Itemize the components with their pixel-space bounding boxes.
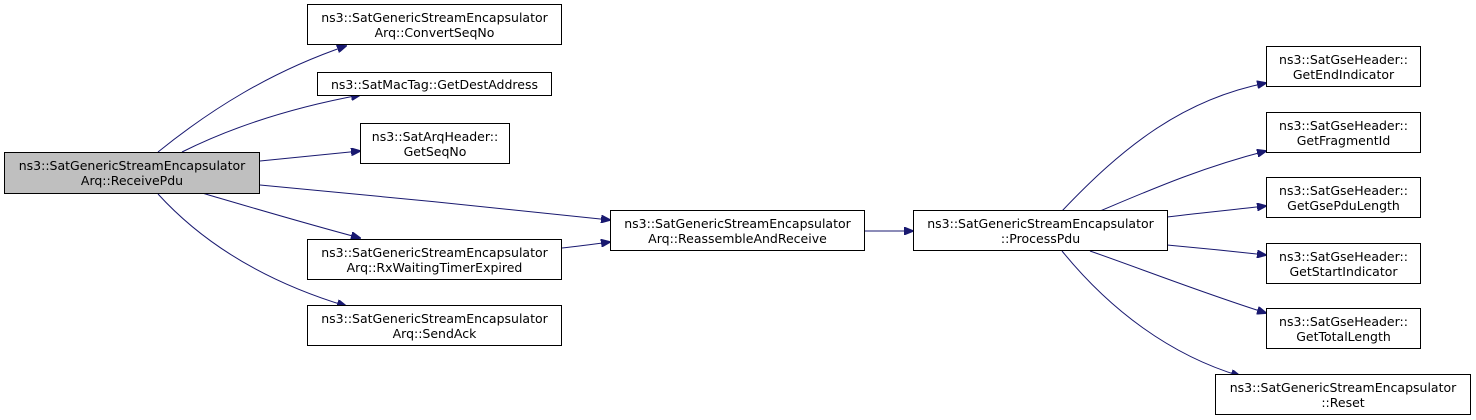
node-get-fragment-id-line2: GetFragmentId: [1296, 132, 1391, 148]
node-get-seq-no-line1: ns3::SatArqHeader::: [371, 128, 499, 144]
edge-processpdu-to-getfragmentid: [1099, 151, 1266, 212]
edge-processpdu-to-getendindicator: [1061, 83, 1266, 212]
node-reset[interactable]: ns3::SatGenericStreamEncapsulator ::Rese…: [1215, 374, 1471, 415]
node-receive-pdu-line1: ns3::SatGenericStreamEncapsulator: [18, 158, 246, 173]
node-get-dest-address[interactable]: ns3::SatMacTag::GetDestAddress: [317, 72, 552, 96]
node-get-seq-no-line2: GetSeqNo: [403, 143, 467, 159]
edge-processpdu-to-gettotallength: [1089, 250, 1266, 313]
edge-receivepdu-to-sendack: [157, 193, 346, 306]
node-get-fragment-id[interactable]: ns3::SatGseHeader:: GetFragmentId: [1266, 112, 1421, 153]
node-convert-seq-no-line2: Arq::ConvertSeqNo: [374, 24, 495, 40]
node-process-pdu-line2: ::ProcessPdu: [1000, 230, 1081, 246]
node-process-pdu-line1: ns3::SatGenericStreamEncapsulator: [927, 215, 1154, 231]
edge-receivepdu-to-reassemble: [259, 184, 610, 220]
node-get-start-indicator-line1: ns3::SatGseHeader::: [1279, 248, 1408, 264]
node-send-ack-line2: Arq::SendAck: [392, 325, 477, 341]
node-get-dest-address-line1: ns3::SatMacTag::GetDestAddress: [331, 76, 538, 92]
edge-receivepdu-to-rxwaitingtimer: [201, 192, 360, 238]
node-get-start-indicator[interactable]: ns3::SatGseHeader:: GetStartIndicator: [1266, 243, 1421, 284]
node-rx-waiting-timer-expired-line1: ns3::SatGenericStreamEncapsulator: [321, 244, 548, 260]
edge-receivepdu-to-getseqno: [259, 151, 360, 162]
edge-receivepdu-to-getdestaddress: [181, 95, 360, 153]
node-send-ack[interactable]: ns3::SatGenericStreamEncapsulator Arq::S…: [307, 305, 562, 346]
node-get-fragment-id-line1: ns3::SatGseHeader::: [1279, 117, 1408, 133]
edge-processpdu-to-getgsepdulength: [1166, 206, 1266, 218]
node-get-gse-pdu-length[interactable]: ns3::SatGseHeader:: GetGsePduLength: [1266, 177, 1421, 218]
node-rx-waiting-timer-expired-line2: Arq::RxWaitingTimerExpired: [346, 259, 523, 275]
node-get-gse-pdu-length-line1: ns3::SatGseHeader::: [1279, 182, 1408, 198]
node-reset-line2: ::Reset: [1321, 394, 1365, 410]
node-reassemble-and-receive-line1: ns3::SatGenericStreamEncapsulator: [624, 215, 851, 231]
node-convert-seq-no-line1: ns3::SatGenericStreamEncapsulator: [321, 9, 548, 25]
node-send-ack-line1: ns3::SatGenericStreamEncapsulator: [321, 310, 548, 326]
node-get-seq-no[interactable]: ns3::SatArqHeader:: GetSeqNo: [360, 123, 510, 164]
node-get-end-indicator-line2: GetEndIndicator: [1292, 66, 1395, 82]
node-get-total-length[interactable]: ns3::SatGseHeader:: GetTotalLength: [1266, 308, 1421, 349]
node-reassemble-and-receive-line2: Arq::ReassembleAndReceive: [648, 230, 827, 246]
node-get-total-length-line1: ns3::SatGseHeader::: [1279, 313, 1408, 329]
node-get-start-indicator-line2: GetStartIndicator: [1289, 263, 1398, 279]
node-reset-line1: ns3::SatGenericStreamEncapsulator: [1229, 379, 1457, 395]
node-get-end-indicator[interactable]: ns3::SatGseHeader:: GetEndIndicator: [1266, 46, 1421, 87]
node-convert-seq-no[interactable]: ns3::SatGenericStreamEncapsulator Arq::C…: [307, 4, 562, 45]
edge-rxwaitingtimer-to-reassemble: [561, 242, 610, 249]
node-get-gse-pdu-length-line2: GetGsePduLength: [1287, 197, 1400, 213]
node-receive-pdu[interactable]: ns3::SatGenericStreamEncapsulator Arq::R…: [4, 152, 260, 194]
node-process-pdu[interactable]: ns3::SatGenericStreamEncapsulator ::Proc…: [913, 210, 1168, 251]
node-reassemble-and-receive[interactable]: ns3::SatGenericStreamEncapsulator Arq::R…: [610, 210, 865, 251]
node-get-end-indicator-line1: ns3::SatGseHeader::: [1279, 51, 1408, 67]
node-rx-waiting-timer-expired[interactable]: ns3::SatGenericStreamEncapsulator Arq::R…: [307, 239, 562, 280]
node-receive-pdu-line2: Arq::ReceivePdu: [80, 173, 184, 188]
edge-processpdu-to-getstartindicator: [1166, 244, 1266, 255]
node-get-total-length-line2: GetTotalLength: [1296, 328, 1391, 344]
edge-processpdu-to-reset: [1061, 250, 1240, 376]
edge-receivepdu-to-convertseqno: [157, 46, 346, 153]
